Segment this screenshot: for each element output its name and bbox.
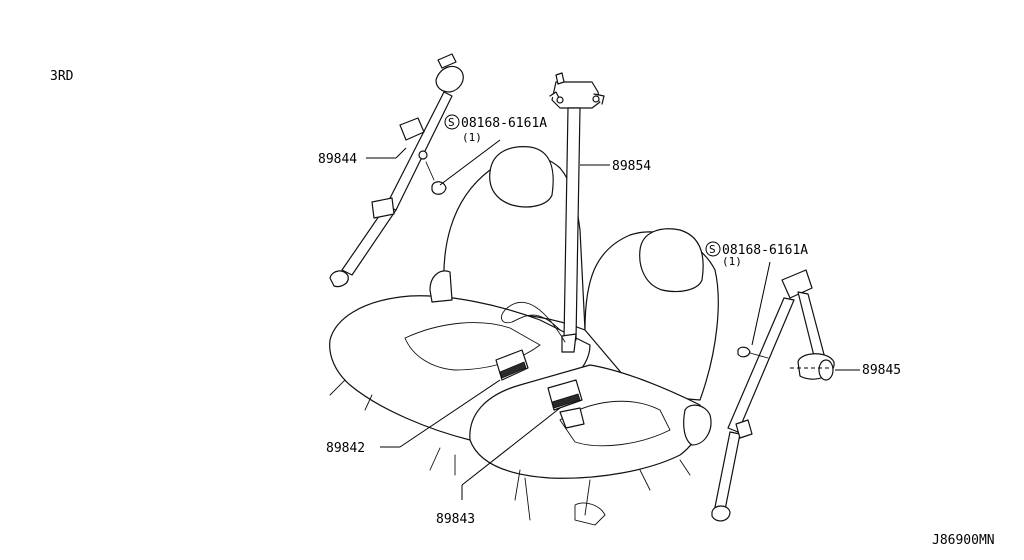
figure-id: J86900MN [932, 533, 995, 548]
callout-89845: 89845 [862, 363, 901, 378]
callout-89843: 89843 [436, 512, 475, 527]
center-seatbelt-89854 [501, 72, 605, 353]
standard-part-s-icon [705, 241, 721, 257]
leader-lines [366, 139, 860, 500]
standard-part-symbol: S [448, 116, 455, 129]
right-seatbelt-89845 [711, 269, 835, 522]
view-label: 3RD [50, 69, 74, 84]
bolt-right-quantity: (1) [722, 255, 742, 268]
callout-89854: 89854 [612, 159, 651, 174]
bolt-right-part-number: 08168-6161A [722, 243, 808, 258]
standard-part-symbol: S [709, 243, 716, 256]
left-seatbelt-89844 [329, 53, 464, 288]
callout-bolt-right: S 08168-6161A (1) [705, 241, 808, 268]
seat-assembly [329, 146, 719, 526]
callout-89844: 89844 [318, 152, 357, 167]
bolt-left-quantity: (1) [462, 131, 482, 144]
bolt-left-part-number: 08168-6161A [461, 116, 547, 131]
callout-bolt-left: S 08168-6161A (1) [444, 114, 547, 144]
standard-part-s-icon [444, 114, 460, 130]
callout-89842: 89842 [326, 441, 365, 456]
buckle-89842 [495, 349, 529, 381]
buckle-89843 [547, 379, 585, 429]
